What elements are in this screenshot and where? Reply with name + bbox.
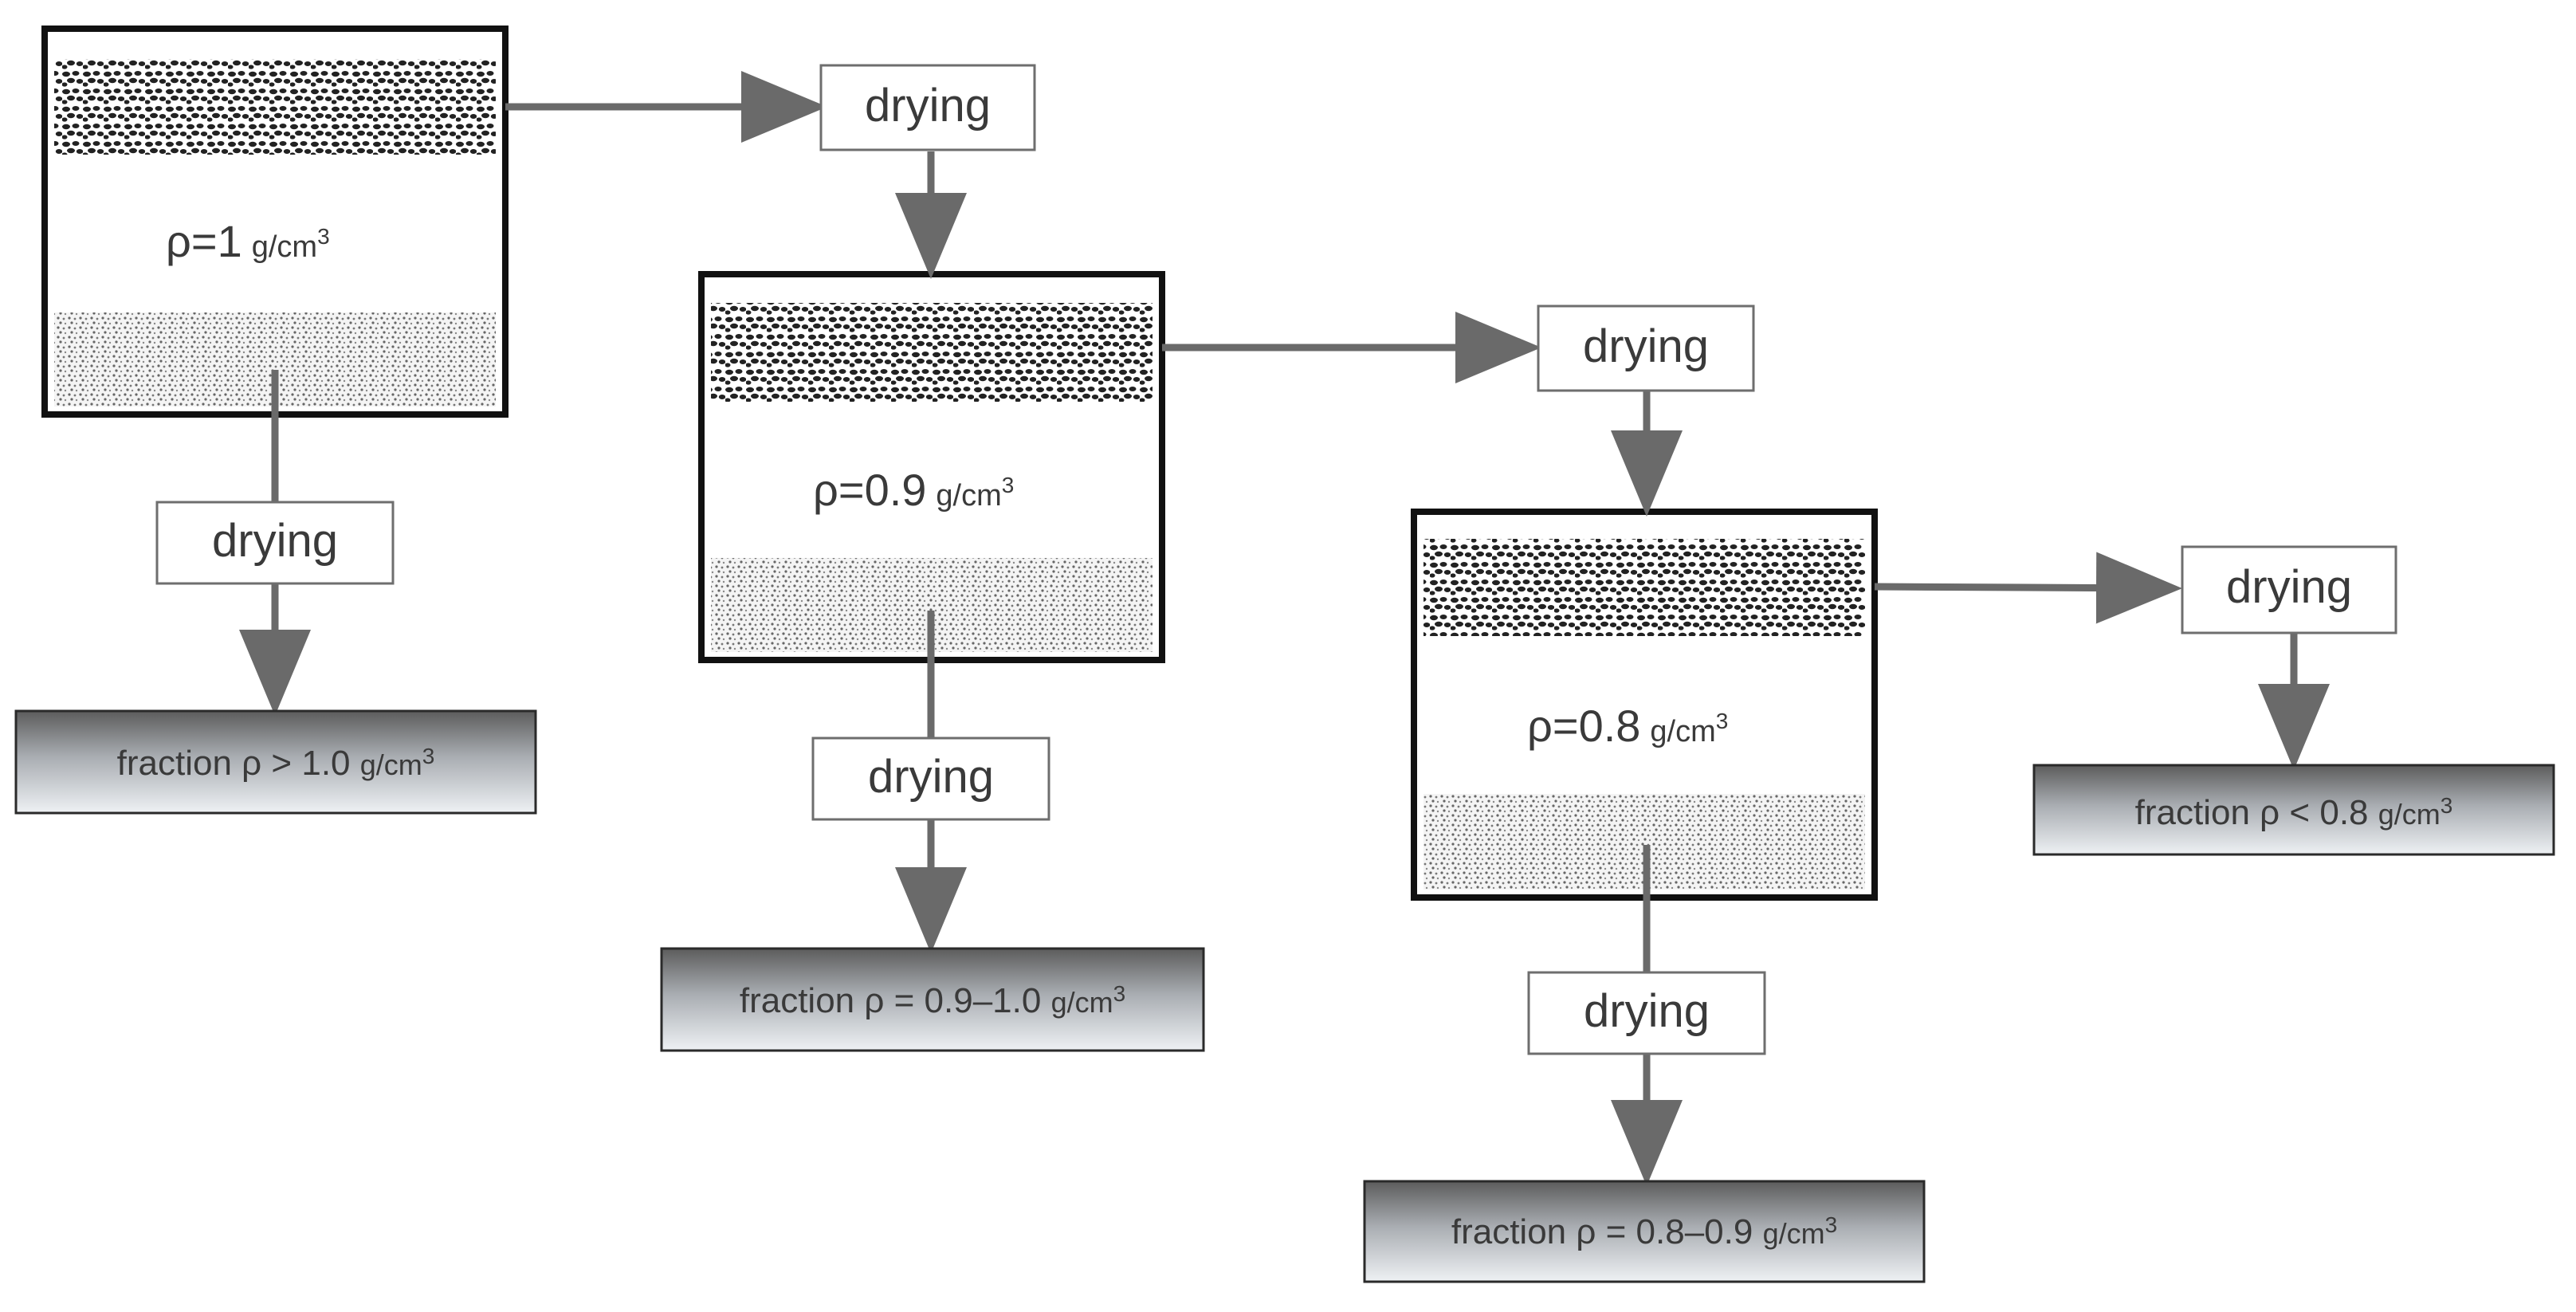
drying-box-3: drying — [1537, 304, 1755, 392]
coarse-layer — [54, 59, 496, 155]
drying-box-5: drying — [2181, 545, 2397, 634]
fraction-label: fraction ρ < 0.8 g/cm3 — [2135, 793, 2453, 832]
fraction-label: fraction ρ = 0.8–0.9 g/cm3 — [1451, 1212, 1837, 1251]
drying-label: drying — [212, 515, 338, 567]
fraction-label: fraction ρ = 0.9–1.0 g/cm3 — [740, 981, 1125, 1020]
drying-label: drying — [1583, 320, 1709, 372]
coarse-layer — [1423, 539, 1865, 636]
drying-box-4: drying — [811, 737, 1050, 821]
fraction-box-3: fraction ρ = 0.8–0.9 g/cm3 — [1363, 1180, 1926, 1283]
arrow — [1874, 552, 2182, 624]
drying-label: drying — [2226, 561, 2352, 613]
drying-box-6: drying — [1527, 971, 1766, 1055]
arrows — [239, 71, 2330, 1186]
coarse-layer — [711, 303, 1153, 402]
drying-label: drying — [865, 80, 991, 132]
drying-box-2: drying — [155, 501, 395, 585]
fraction-box-1: fraction ρ > 1.0 g/cm3 — [14, 709, 537, 815]
fraction-box-4: fraction ρ < 0.8 g/cm3 — [2032, 764, 2555, 856]
drying-box-1: drying — [819, 64, 1036, 151]
drying-label: drying — [868, 751, 994, 803]
fraction-label: fraction ρ > 1.0 g/cm3 — [117, 744, 435, 783]
fraction-box-2: fraction ρ = 0.9–1.0 g/cm3 — [660, 947, 1205, 1052]
drying-label: drying — [1584, 985, 1710, 1037]
